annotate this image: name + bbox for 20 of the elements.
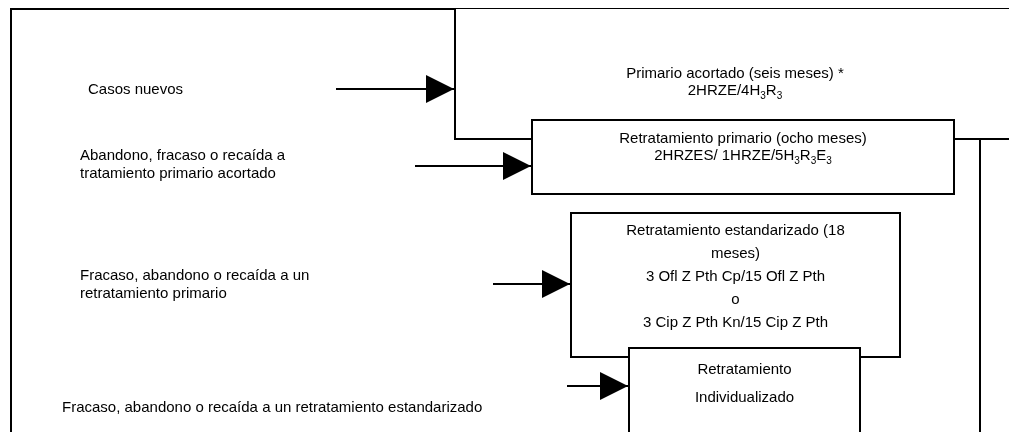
case-description: Casos nuevos bbox=[88, 80, 184, 98]
box-title: Retratamiento Individualizado bbox=[693, 359, 796, 407]
regimen-text: 3 Cip Z Pth Kn/15 Cip Z Pth bbox=[642, 312, 829, 332]
arrow bbox=[566, 372, 629, 400]
regimen-text: o bbox=[731, 289, 740, 309]
box-title: Retratamiento primario (ocho meses) bbox=[619, 129, 867, 147]
regimen-text: 2HRZE/4H$_{3}$R$_{3}$ bbox=[687, 81, 783, 102]
process-box bbox=[628, 347, 861, 432]
regimen-text: 3 Ofl Z Pth Cp/15 Ofl Z Pth bbox=[645, 266, 826, 286]
arrow bbox=[414, 152, 532, 180]
case-description: Fracaso, abandono o recaída a un retratamiento primario bbox=[80, 266, 311, 302]
process-box bbox=[531, 119, 955, 195]
case-description: Abandono, fracaso o recaída a tratamiento primario acortado bbox=[80, 146, 287, 182]
case-description: Fracaso, abandono o recaída a un retratamiento estandarizado bbox=[62, 398, 483, 416]
box-title: Primario acortado (seis meses) * bbox=[626, 64, 844, 82]
arrow bbox=[335, 75, 455, 103]
regimen-text: 2HRZES/ 1HRZE/5H$_{3}$R$_{3}$E$_{3}$ bbox=[654, 146, 832, 167]
process-box bbox=[570, 212, 901, 358]
arrow bbox=[492, 270, 571, 298]
box-title: Retratamiento estandarizado (18 meses) bbox=[625, 220, 846, 263]
